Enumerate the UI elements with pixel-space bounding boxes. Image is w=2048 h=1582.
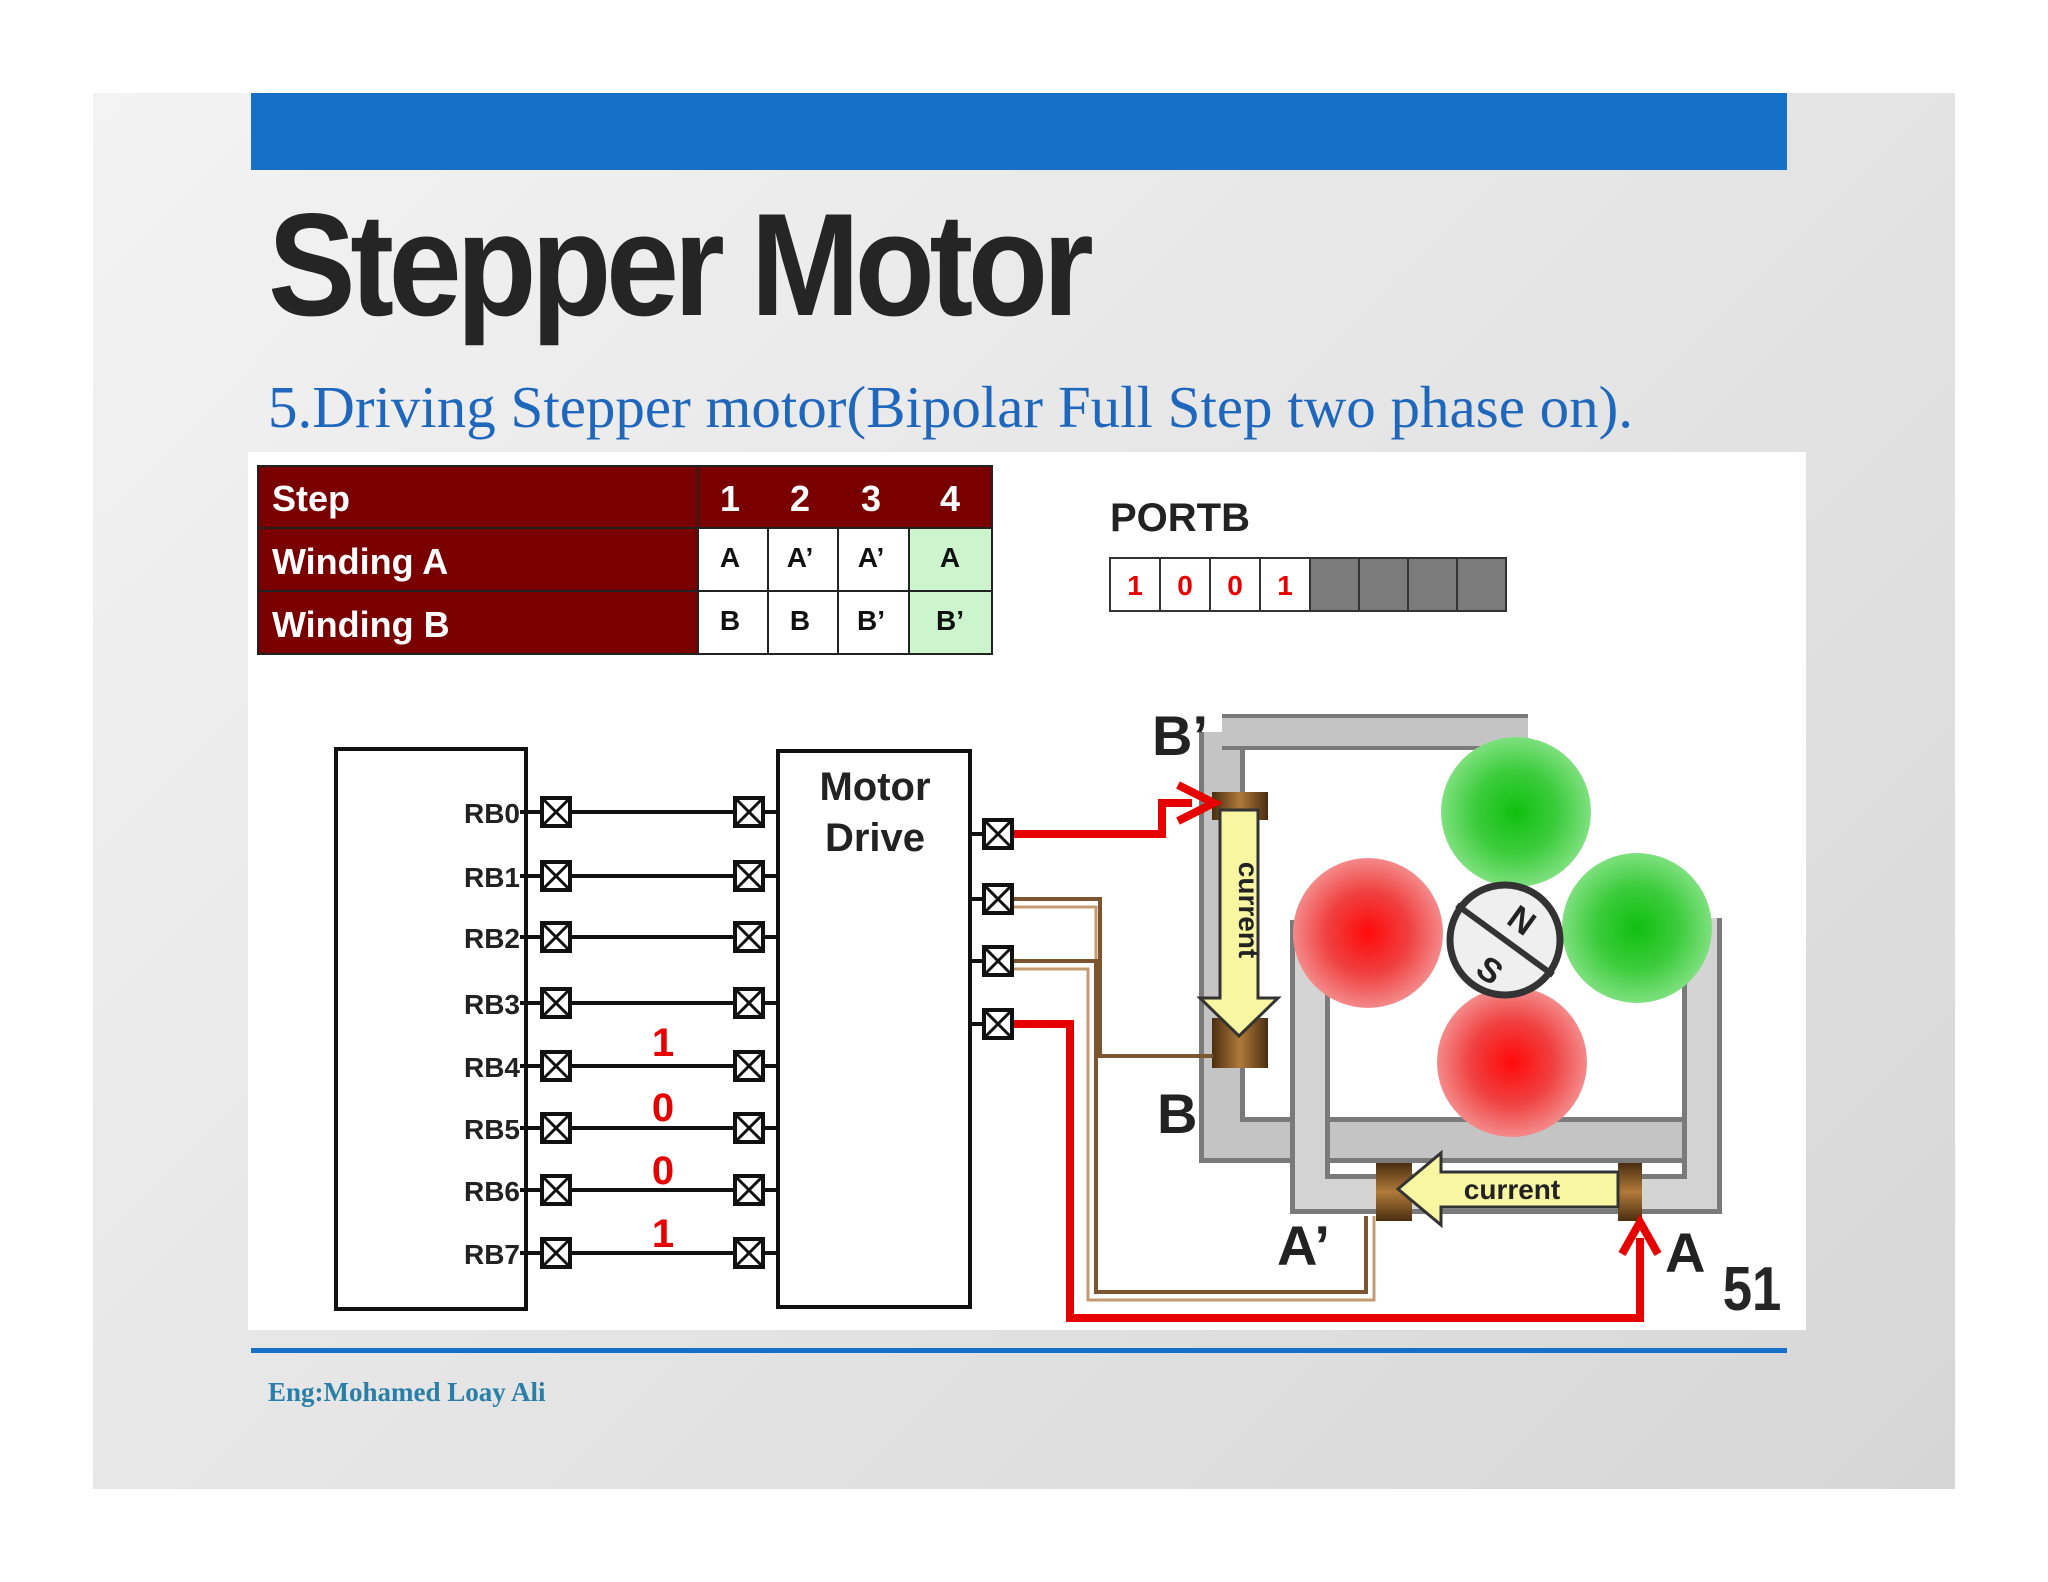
cell-b-4: B’ [936,605,964,636]
cell-a-2: A’ [787,542,813,573]
table-step-2: 2 [790,478,810,519]
pin-label-rb3: RB3 [464,989,520,1020]
header-accent-bar [251,93,1787,170]
pin-value-rb7: 1 [652,1212,674,1256]
pin-label-rb0: RB0 [464,798,520,829]
table-step-1: 1 [720,478,740,519]
motor-drive-label-line1: Motor [819,765,930,809]
current-arrow-vertical [1196,808,1282,1039]
coil-b: current [1196,792,1282,1068]
table-header-step: Step [272,478,350,519]
drive-output-connector-2 [982,883,1014,915]
footer-accent-line [251,1348,1787,1353]
coil-a-right-winding [1618,1163,1642,1221]
pin-connector-rb6 [540,1174,572,1206]
motor-drive: Motor Drive [776,749,972,1309]
portb-label: PORTB [1110,496,1250,540]
drive-input-connector-rb5 [733,1112,765,1144]
pin-label-rb7: RB7 [464,1239,520,1270]
table-step-4: 4 [940,478,960,519]
current-arrow-horizontal [1395,1149,1620,1229]
pin-value-rb5: 0 [652,1086,674,1130]
drive-input-connector-rb6 [733,1174,765,1206]
portb-bit-3: 1 [1277,570,1293,601]
pin-connector-rb4 [540,1050,572,1082]
pin-connector-rb0 [540,796,572,828]
pin-connector-rb3 [540,987,572,1019]
coil-wiring [997,781,1662,1322]
slide-title: Stepper Motor [268,183,1094,346]
wire-b-prime-active [997,799,1192,838]
wire-a-active [997,1020,1644,1322]
current-label-vertical: current [1233,862,1264,958]
table-row-label-winding-b: Winding B [272,604,450,645]
pole-green-right [1562,853,1712,1003]
microcontroller-box [334,747,528,1311]
pin-connector-rb7 [540,1237,572,1269]
portb-bit-0: 1 [1127,570,1143,601]
pole-green-top [1441,737,1591,887]
wire-b-inactive [997,897,1213,1058]
pin-connector-rb1 [540,860,572,892]
portb-bit-1: 0 [1177,570,1193,601]
coil-label-b: B [1157,1082,1197,1145]
table-step-3: 3 [861,478,881,519]
pin-label-rb6: RB6 [464,1176,520,1207]
drive-input-connector-rb4 [733,1050,765,1082]
drive-output-connector-4 [982,1008,1014,1040]
cell-a-4: A [940,542,960,573]
coil-label-a: A [1665,1221,1705,1284]
current-label-horizontal: current [1464,1174,1560,1205]
cell-b-2: B [790,605,810,636]
pin-label-rb2: RB2 [464,923,520,954]
pole-red-left [1293,858,1443,1008]
drive-input-connector-rb2 [733,921,765,953]
drive-input-connector-rb3 [733,987,765,1019]
pole-red-bottom [1437,987,1587,1137]
rotor-poles: N S [1293,737,1712,1137]
step-table: Step Winding A Winding B 1 2 3 4 A A’ A’… [257,465,993,655]
author-credit: Eng:Mohamed Loay Ali [268,1377,546,1407]
table-row-label-winding-a: Winding A [272,541,448,582]
pin-label-rb5: RB5 [464,1114,520,1145]
drive-output-connector-1 [982,818,1014,850]
drive-input-connector-rb7 [733,1237,765,1269]
pin-value-rb6: 0 [652,1149,674,1193]
motor-drive-label-line2: Drive [825,816,925,860]
slide-subtitle: 5.Driving Stepper motor(Bipolar Full Ste… [268,374,1634,440]
pin-connector-rb2 [540,921,572,953]
coil-label-b-prime: B’ [1152,704,1208,767]
coil-a: current [1376,1149,1642,1229]
drive-input-connector-rb0 [733,796,765,828]
cell-a-3: A’ [858,542,884,573]
cell-a-1: A [720,542,740,573]
pin-connector-rb5 [540,1112,572,1144]
cell-b-1: B [720,605,740,636]
pin-label-rb1: RB1 [464,862,520,893]
portb-bit-2: 0 [1227,570,1243,601]
coil-label-a-prime: A’ [1277,1214,1330,1277]
motor-drive-outputs [970,818,1014,1040]
cell-b-3: B’ [857,605,885,636]
page-number: 51 [1723,1255,1782,1324]
pin-label-rb4: RB4 [464,1052,520,1083]
wire-a-prime-inactive [997,959,1368,1294]
motor-drive-box [776,749,972,1309]
pin-value-rb4: 1 [652,1021,674,1065]
portb-register: PORTB 1 0 0 1 [1109,496,1507,612]
drive-output-connector-3 [982,945,1014,977]
drive-input-connector-rb1 [733,860,765,892]
